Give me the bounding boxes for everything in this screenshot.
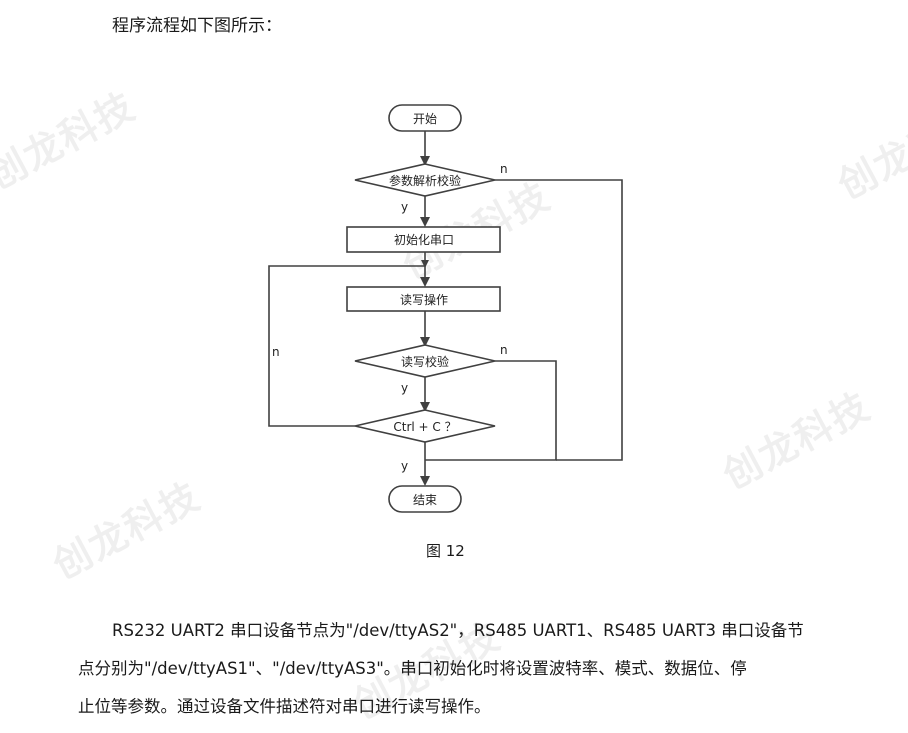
loop-connector [268,265,425,427]
paragraph-line: RS232 UART2 串口设备节点为"/dev/ttyAS2"，RS485 U… [112,621,804,640]
yes-label: y [401,200,408,214]
param-check-node [354,163,496,197]
figure-caption: 图 12 [426,542,465,560]
start-node [388,104,462,132]
rw-check-node [354,344,496,378]
yes-label: y [401,459,408,473]
ctrl-c-label: Ctrl + C ？ [393,420,456,434]
loop-arrowhead [421,260,429,268]
paragraph-line: 点分别为"/dev/ttyAS1"、"/dev/ttyAS3"。串口初始化时将设… [78,659,747,678]
end-node [388,485,462,513]
no-label: n [272,345,280,359]
init-serial-node [346,226,501,253]
read-write-label: 读写操作 [400,292,448,307]
no-label: n [500,343,508,357]
ctrl-c-node [354,409,496,443]
fail-connector [495,179,623,461]
start-label: 开始 [413,112,437,126]
intro-text: 程序流程如下图所示： [112,16,282,36]
rw-check-label: 读写校验 [401,354,449,369]
param-check-label: 参数解析校验 [389,173,461,188]
read-write-node [346,286,501,312]
init-serial-label: 初始化串口 [394,233,454,247]
end-label: 结束 [413,493,437,507]
yes-label: y [401,381,408,395]
paragraph-line: 止位等参数。通过设备文件描述符对串口进行读写操作。 [78,697,491,716]
fail-connector [425,360,557,461]
no-label: n [500,162,508,176]
